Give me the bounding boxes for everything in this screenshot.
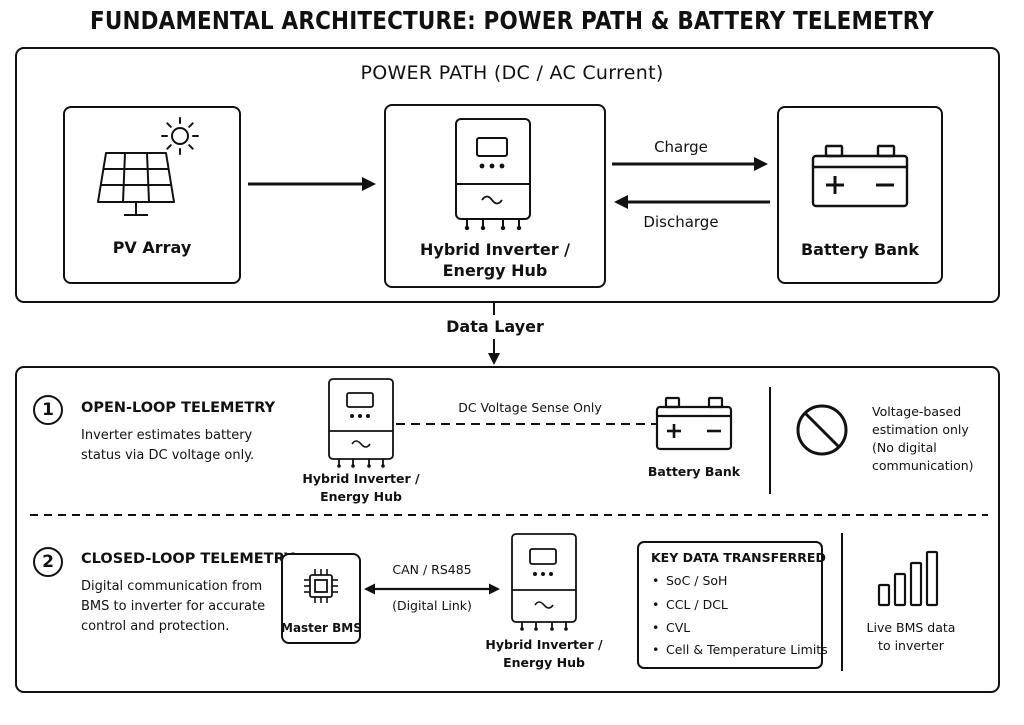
open-loop-inverter-label-line2: Energy Hub (320, 489, 402, 504)
master-bms-box (281, 553, 361, 644)
telemetry-section (15, 366, 1000, 693)
open-loop-number: 1 (33, 395, 63, 425)
dc-voltage-sense-line (396, 423, 656, 425)
closed-loop-heading: CLOSED-LOOP TELEMETRY (81, 551, 295, 567)
key-data-item: CCL / DCL (652, 594, 728, 616)
open-loop-desc-line1: Inverter estimates battery (81, 428, 253, 443)
open-loop-battery-label: Battery Bank (647, 464, 741, 479)
open-loop-note-line1: Voltage-based (872, 404, 962, 419)
can-rs485-label: CAN / RS485 (392, 562, 472, 577)
open-loop-note-line4: communication) (872, 458, 974, 473)
closed-loop-desc-line1: Digital communication from (81, 579, 263, 594)
open-loop-note-line2: estimation only (872, 422, 969, 437)
open-loop-inverter-icon (328, 378, 394, 468)
closed-loop-number: 2 (33, 547, 63, 577)
signal-bars-icon (877, 550, 939, 607)
key-data-item: SoC / SoH (652, 570, 727, 592)
closed-loop-divider (841, 533, 843, 671)
inverter-label-line2: Energy Hub (442, 261, 548, 280)
power-path-section (15, 47, 1000, 303)
battery-icon (811, 144, 909, 208)
closed-loop-note-line1: Live BMS data (866, 620, 956, 635)
pv-to-inverter-arrow (248, 177, 376, 191)
pv-array-box (63, 106, 241, 284)
battery-bank-label: Battery Bank (800, 240, 920, 259)
section-separator (30, 514, 988, 516)
open-loop-desc-line2: status via DC voltage only. (81, 448, 255, 463)
battery-bank-box (777, 106, 943, 284)
closed-loop-desc-line2: BMS to inverter for accurate (81, 599, 266, 614)
digital-link-arrow (364, 583, 500, 595)
data-layer-label: Data Layer (446, 317, 544, 336)
charge-label: Charge (654, 138, 708, 156)
dc-voltage-sense-label: DC Voltage Sense Only (458, 400, 602, 415)
closed-loop-inverter-label-line1: Hybrid Inverter / (485, 637, 603, 652)
power-path-title: POWER PATH (DC / AC Current) (360, 62, 664, 84)
closed-loop-note-line2: to inverter (878, 638, 944, 653)
solar-panel-icon (97, 152, 175, 216)
inverter-label-line1: Hybrid Inverter / (420, 240, 570, 259)
sun-icon (161, 117, 199, 155)
pv-array-label: PV Array (112, 238, 192, 257)
closed-loop-inverter-icon (511, 533, 577, 631)
charge-arrow (612, 157, 768, 171)
data-layer-arrow (488, 303, 500, 365)
inverter-box (384, 104, 606, 288)
inverter-icon (455, 118, 531, 231)
open-loop-divider (769, 387, 771, 494)
key-data-item: Cell & Temperature Limits (652, 639, 828, 661)
open-loop-heading: OPEN-LOOP TELEMETRY (81, 400, 276, 416)
no-entry-icon (796, 404, 848, 456)
open-loop-battery-icon (655, 396, 733, 451)
key-data-item: CVL (652, 617, 690, 639)
chip-icon (304, 569, 338, 603)
key-data-title: KEY DATA TRANSFERRED (651, 550, 826, 565)
discharge-arrow (614, 195, 770, 209)
master-bms-label: Master BMS (281, 621, 362, 635)
closed-loop-inverter-label-line2: Energy Hub (503, 655, 585, 670)
discharge-label: Discharge (643, 213, 719, 231)
closed-loop-desc-line3: control and protection. (81, 619, 230, 634)
open-loop-inverter-label-line1: Hybrid Inverter / (302, 471, 420, 486)
main-title: FUNDAMENTAL ARCHITECTURE: POWER PATH & B… (89, 6, 935, 35)
digital-link-label: (Digital Link) (392, 598, 472, 613)
open-loop-note-line3: (No digital (872, 440, 937, 455)
